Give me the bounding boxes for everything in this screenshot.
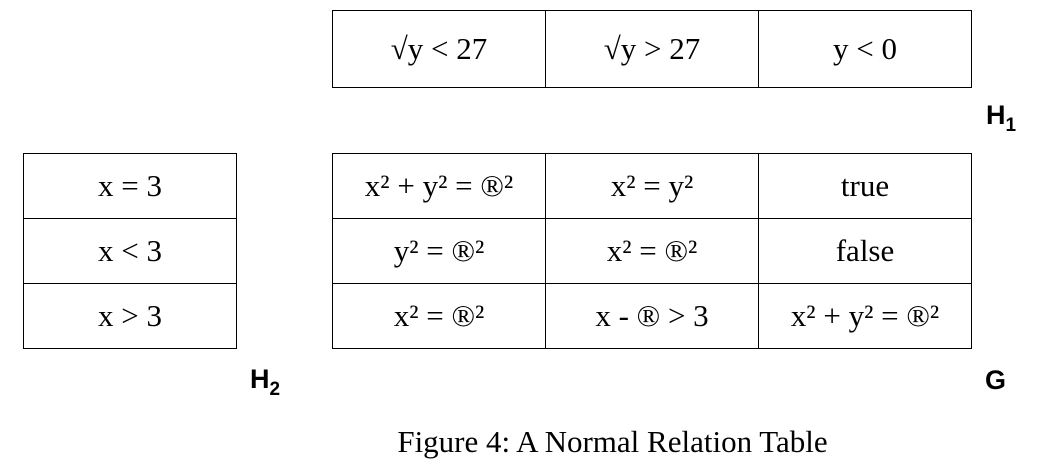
figure-caption: Figure 4: A Normal Relation Table xyxy=(397,424,828,459)
g-cell: y² = ®² xyxy=(332,218,546,284)
h2-cell-text: x > 3 xyxy=(98,298,162,333)
g-cell: x² = ®² xyxy=(332,283,546,349)
g-cell-text: true xyxy=(840,168,890,203)
g-cell-text: x² + y² = ®² xyxy=(364,168,514,203)
h1-label-main: H xyxy=(986,100,1006,130)
table-row: x < 3 xyxy=(23,218,237,284)
h2-label-main: H xyxy=(250,364,270,394)
g-cell: true xyxy=(758,153,972,219)
g-label: G xyxy=(985,365,1007,395)
h2-table: x = 3 x < 3 x > 3 xyxy=(23,153,237,349)
g-table: x² + y² = ®² x² = y² true y² = ®² x² = ®… xyxy=(332,153,972,349)
h1-label: H1 xyxy=(986,100,1016,137)
table-row: x = 3 xyxy=(23,153,237,219)
g-cell: x² = ®² xyxy=(545,218,759,284)
g-cell: x² + y² = ®² xyxy=(758,283,972,349)
h1-cell: y < 0 xyxy=(758,10,972,88)
table-row: x > 3 xyxy=(23,283,237,349)
h1-cell-text: y < 0 xyxy=(833,31,897,66)
h2-cell: x > 3 xyxy=(23,283,237,349)
table-row: x² + y² = ®² x² = y² true xyxy=(332,153,972,219)
g-cell: x - ® > 3 xyxy=(545,283,759,349)
h2-label: H2 xyxy=(250,364,280,401)
g-cell: x² + y² = ®² xyxy=(332,153,546,219)
table-row: x² = ®² x - ® > 3 x² + y² = ®² xyxy=(332,283,972,349)
h2-label-subscript: 2 xyxy=(269,379,281,400)
g-cell-text: x² = ®² xyxy=(606,233,698,268)
h1-table: √y < 27 √y > 27 y < 0 xyxy=(332,10,972,88)
g-cell: x² = y² xyxy=(545,153,759,219)
h1-cell: √y > 27 xyxy=(545,10,759,88)
g-cell-text: false xyxy=(835,233,895,268)
g-cell-text: x² = ®² xyxy=(393,298,485,333)
h1-cell: √y < 27 xyxy=(332,10,546,88)
g-cell-text: x² = y² xyxy=(610,168,694,203)
h1-label-subscript: 1 xyxy=(1005,115,1017,136)
h2-cell-text: x = 3 xyxy=(98,168,162,203)
g-cell-text: y² = ®² xyxy=(393,233,485,268)
h1-cell-text: √y < 27 xyxy=(390,31,488,66)
h2-cell: x = 3 xyxy=(23,153,237,219)
table-row: √y < 27 √y > 27 y < 0 xyxy=(332,10,972,88)
h1-cell-text: √y > 27 xyxy=(603,31,701,66)
g-cell-text: x² + y² = ®² xyxy=(790,298,940,333)
table-row: y² = ®² x² = ®² false xyxy=(332,218,972,284)
g-cell-text: x - ® > 3 xyxy=(595,298,709,333)
h2-cell-text: x < 3 xyxy=(98,233,162,268)
h2-cell: x < 3 xyxy=(23,218,237,284)
g-cell: false xyxy=(758,218,972,284)
